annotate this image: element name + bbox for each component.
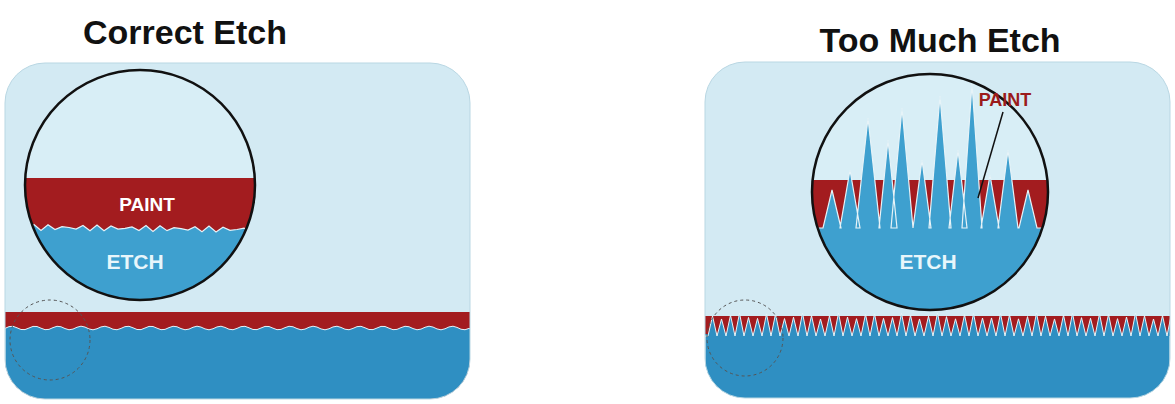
zoom-marker bbox=[707, 300, 783, 376]
left-magnifier bbox=[20, 60, 262, 320]
panel-heading: Correct Etch bbox=[83, 13, 287, 52]
layer-label: ETCH bbox=[899, 250, 956, 274]
callout-label: PAINT bbox=[979, 90, 1032, 111]
layer-label: ETCH bbox=[106, 250, 163, 274]
panel: Correct EtchPAINT ETCH bbox=[5, 0, 470, 404]
panel-heading: Too Much Etch bbox=[819, 21, 1060, 60]
panel: Too Much EtchETCH bbox=[705, 0, 1170, 404]
right-panel bbox=[705, 62, 1170, 398]
leader-line bbox=[978, 112, 1003, 198]
right-magnifier bbox=[805, 70, 1055, 320]
zoom-marker bbox=[10, 300, 90, 380]
layer-label: PAINT bbox=[119, 194, 175, 216]
